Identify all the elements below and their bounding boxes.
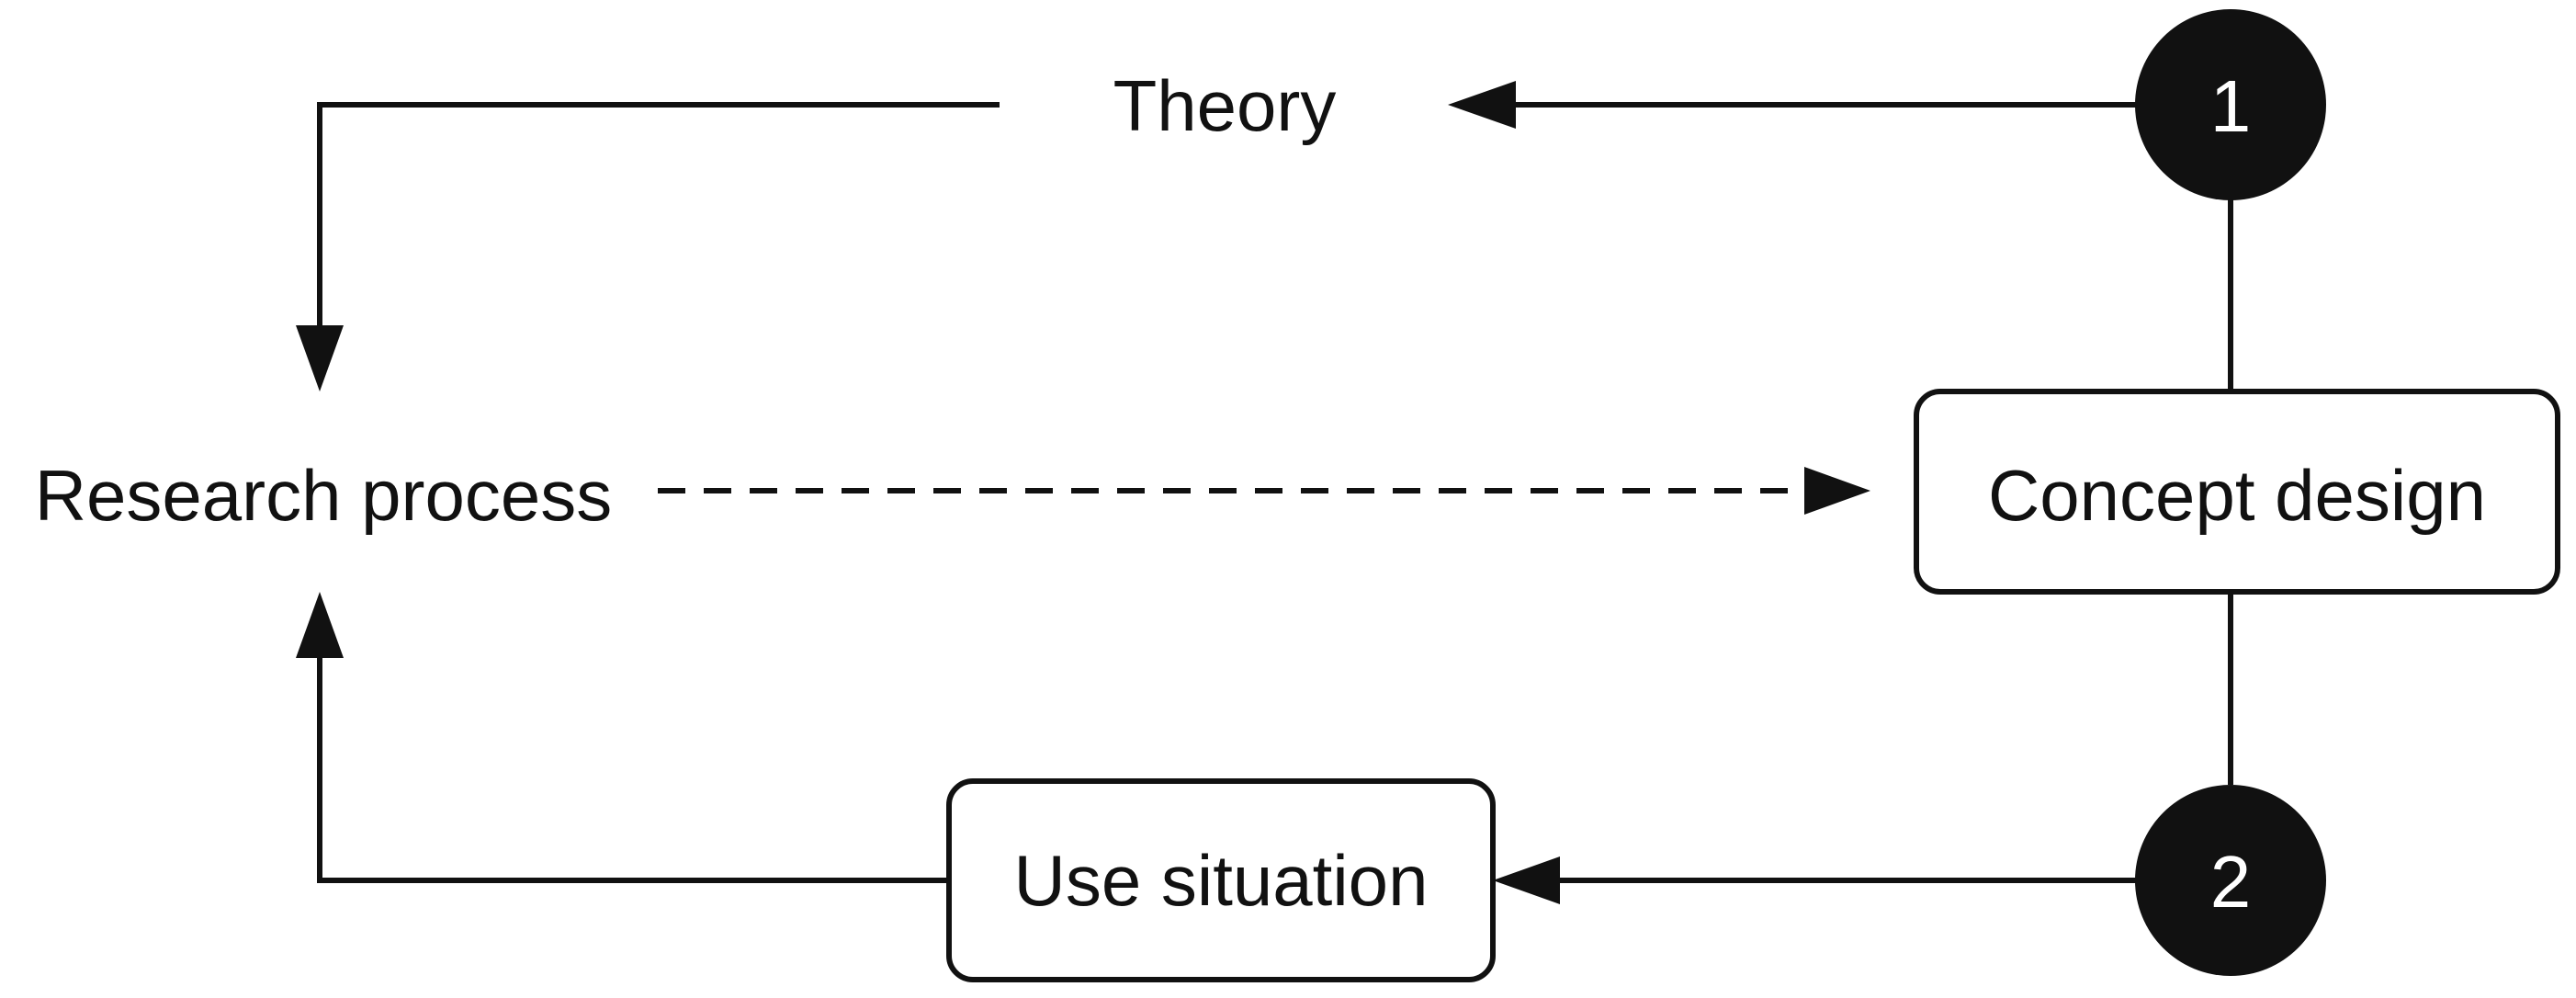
marker-two: 2 [2135,785,2326,976]
use-situation-label: Use situation [1014,840,1429,921]
marker-two-number: 2 [2210,841,2252,923]
concept-design-node: Concept design [1914,389,2560,595]
use-situation-to-research-arrowhead [296,592,344,658]
concept-design-label: Concept design [1988,455,2486,536]
research-process-label: Research process [35,455,613,536]
marker-one-to-theory-arrowhead [1448,81,1516,129]
theory-to-research-arrowhead [296,325,344,391]
theory-to-research-connector [317,102,1000,338]
marker-one-number: 1 [2210,65,2252,147]
marker-two-circle [2135,785,2326,976]
marker-two-to-use-situation-arrowhead [1493,856,1560,904]
marker-one-circle [2135,9,2326,200]
marker-one: 1 [2135,9,2326,200]
concept-design-box [1914,389,2560,595]
use-situation-node: Use situation [946,778,1496,982]
use-situation-to-research-connector [317,649,949,883]
research-to-concept-arrowhead [1804,467,1870,515]
theory-label: Theory [1113,65,1337,146]
